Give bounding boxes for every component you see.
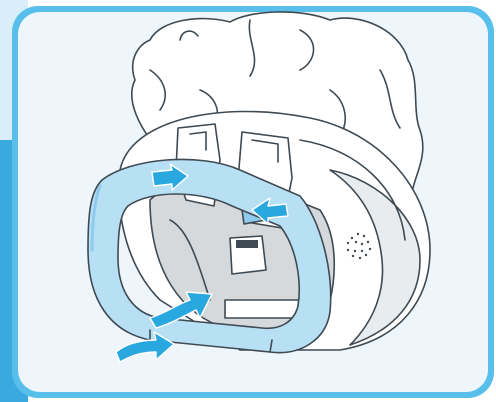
illustration-frame <box>0 0 496 402</box>
headset-illustration <box>0 0 496 402</box>
